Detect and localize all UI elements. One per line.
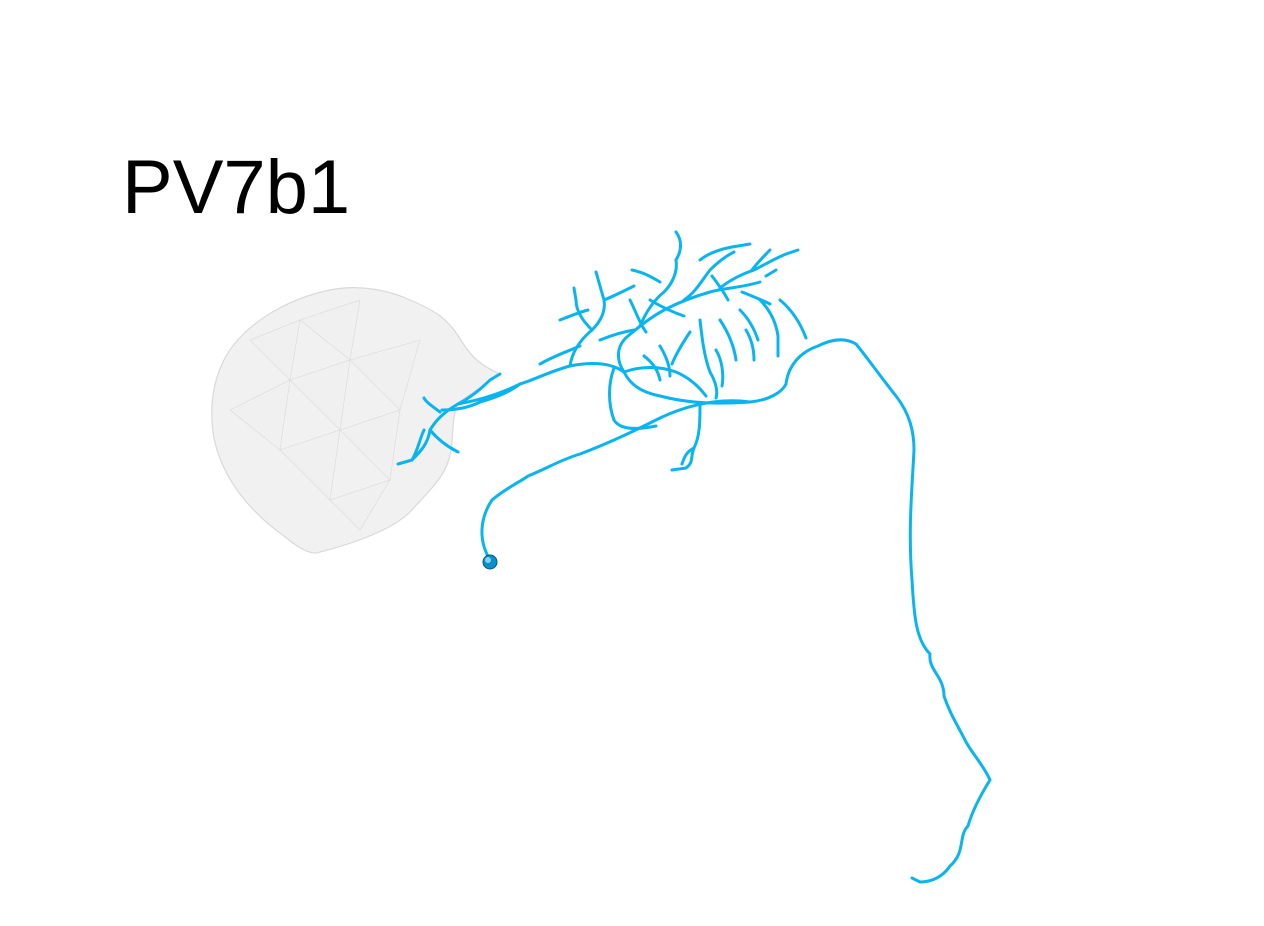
neuropil-mesh xyxy=(211,287,502,554)
arbor-inner-12 xyxy=(738,308,760,342)
neuron-label: PV7b1 xyxy=(122,145,351,230)
arbor-inner-9 xyxy=(718,248,800,290)
arbor-inner-8 xyxy=(682,250,736,302)
arbor-inner-22 xyxy=(558,308,590,322)
arbor-inner-21 xyxy=(598,328,636,342)
arbor-inner-1 xyxy=(622,366,708,398)
arbor-inner-27 xyxy=(764,268,778,278)
soma-marker xyxy=(482,554,498,570)
arbor-inner-20 xyxy=(670,330,692,366)
arbor-inner-26 xyxy=(744,328,756,362)
neuron-skeleton xyxy=(396,230,992,884)
neuropil-branch-3 xyxy=(428,428,460,454)
neuropil-branch-6 xyxy=(410,428,426,462)
arbor-inner-25 xyxy=(630,268,662,284)
arbor-inner-29 xyxy=(648,298,686,318)
descending-axon xyxy=(908,448,992,884)
arbor-inner-6 xyxy=(638,258,678,328)
arbor-inner-14 xyxy=(778,298,808,340)
neuropil-branch-5 xyxy=(456,372,502,406)
arbor-inner-16 xyxy=(642,354,662,382)
arbor-inner-10 xyxy=(698,318,719,400)
arbor-inner-3 xyxy=(572,286,594,332)
arbor-inner-19 xyxy=(714,348,725,388)
arbor-down-2 xyxy=(680,446,696,466)
arbor-down xyxy=(670,402,702,472)
arbor-inner-7 xyxy=(674,230,682,262)
neuropil-body xyxy=(211,287,502,554)
neuropil-branch-4 xyxy=(422,396,442,414)
arbor-inner-13 xyxy=(758,298,780,358)
arbor-inner-28 xyxy=(710,274,730,302)
arbor-inner-23 xyxy=(750,248,772,272)
arbor-inner-17 xyxy=(628,298,648,334)
arbor-inner-2 xyxy=(568,270,606,368)
arbor-inner-18 xyxy=(698,242,752,262)
arbor-inner-5 xyxy=(602,284,636,302)
neuropil-branch-2 xyxy=(440,382,522,412)
arbor-inner-4 xyxy=(538,344,582,366)
arbor-inner-15 xyxy=(658,344,672,378)
arbor-loop xyxy=(608,366,658,430)
arbor-inner-24 xyxy=(740,290,772,306)
arbor-inner-11 xyxy=(718,318,738,362)
